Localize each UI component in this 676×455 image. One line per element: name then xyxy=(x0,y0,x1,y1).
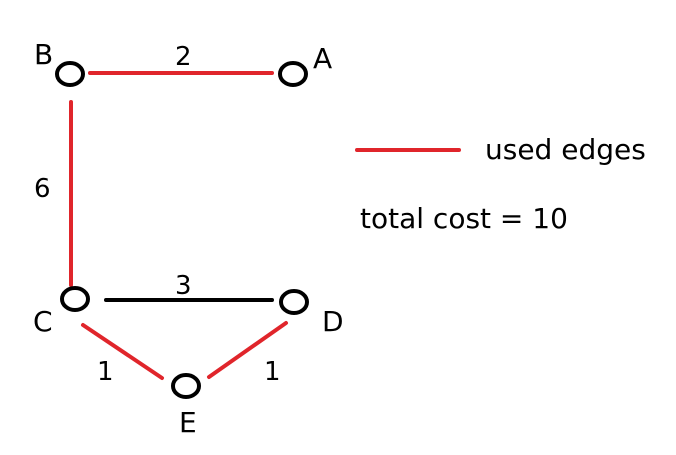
node-label-b: B xyxy=(34,38,53,71)
node-d xyxy=(279,289,309,315)
total-cost-text: total cost = 10 xyxy=(360,202,568,235)
edge-d-e xyxy=(207,321,288,379)
edge-weight-c-d: 3 xyxy=(175,271,192,301)
node-c xyxy=(60,286,90,312)
edge-weight-c-e: 1 xyxy=(97,357,114,387)
edge-weight-d-e: 1 xyxy=(264,357,281,387)
node-a xyxy=(278,61,308,87)
node-label-e: E xyxy=(179,406,197,439)
edge-weight-b-c: 6 xyxy=(34,174,51,204)
node-b xyxy=(55,61,85,87)
node-label-a: A xyxy=(313,42,332,75)
node-label-d: D xyxy=(322,305,344,338)
legend-used-edges-label: used edges xyxy=(485,133,646,166)
edge-c-e xyxy=(81,323,164,380)
node-e xyxy=(171,373,201,399)
edge-weight-b-a: 2 xyxy=(175,42,192,72)
node-label-c: C xyxy=(33,305,53,338)
